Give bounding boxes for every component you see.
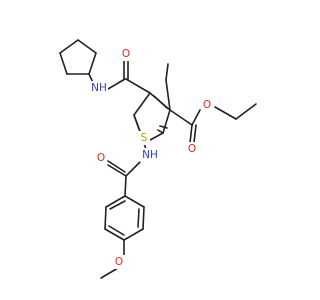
bond	[124, 195, 145, 208]
bond	[165, 79, 171, 111]
atom-o-ester-double: O	[188, 143, 196, 155]
atom-o-amide-top: O	[122, 48, 130, 60]
bond	[142, 206, 145, 230]
cyclopentyl-ring	[59, 39, 97, 75]
bond	[104, 228, 125, 241]
bond	[193, 124, 197, 144]
benzene-ring	[104, 195, 145, 241]
bond	[107, 164, 127, 177]
molecule-drawing: NH O S O O NH O O	[59, 39, 257, 279]
bond	[149, 132, 164, 141]
bond	[162, 109, 171, 134]
bond	[100, 267, 119, 279]
atom-labels: NH O S O O NH O O	[90, 47, 213, 269]
bond	[104, 206, 107, 230]
bond	[133, 92, 151, 116]
bond	[108, 225, 125, 236]
bond	[107, 160, 126, 173]
bond	[123, 228, 144, 241]
bond	[189, 124, 193, 144]
bond	[191, 109, 201, 126]
atom-o-ester-single: O	[203, 99, 211, 111]
structure-diagram: NH O S O O NH O O	[59, 39, 257, 279]
bond	[107, 78, 126, 90]
atom-o-amide-bottom: O	[97, 152, 105, 164]
atom-n-amide-bottom: NH	[142, 149, 158, 161]
atom-o-methoxy: O	[115, 256, 123, 268]
bond	[105, 195, 126, 208]
bond	[235, 103, 257, 120]
bond	[153, 95, 168, 109]
bond	[59, 52, 68, 75]
bond	[109, 200, 126, 210]
bond	[169, 109, 193, 126]
atom-s-ring: S	[141, 132, 148, 144]
bond	[159, 125, 168, 129]
bond	[124, 175, 127, 197]
bond	[125, 161, 141, 177]
bond	[88, 52, 97, 75]
atom-n-amide-top: NH	[91, 82, 107, 94]
bond	[165, 63, 169, 81]
bond	[157, 129, 164, 134]
bond	[214, 106, 237, 120]
bond	[77, 39, 97, 54]
bond	[59, 39, 79, 54]
bond	[137, 208, 140, 228]
bond	[125, 78, 151, 94]
